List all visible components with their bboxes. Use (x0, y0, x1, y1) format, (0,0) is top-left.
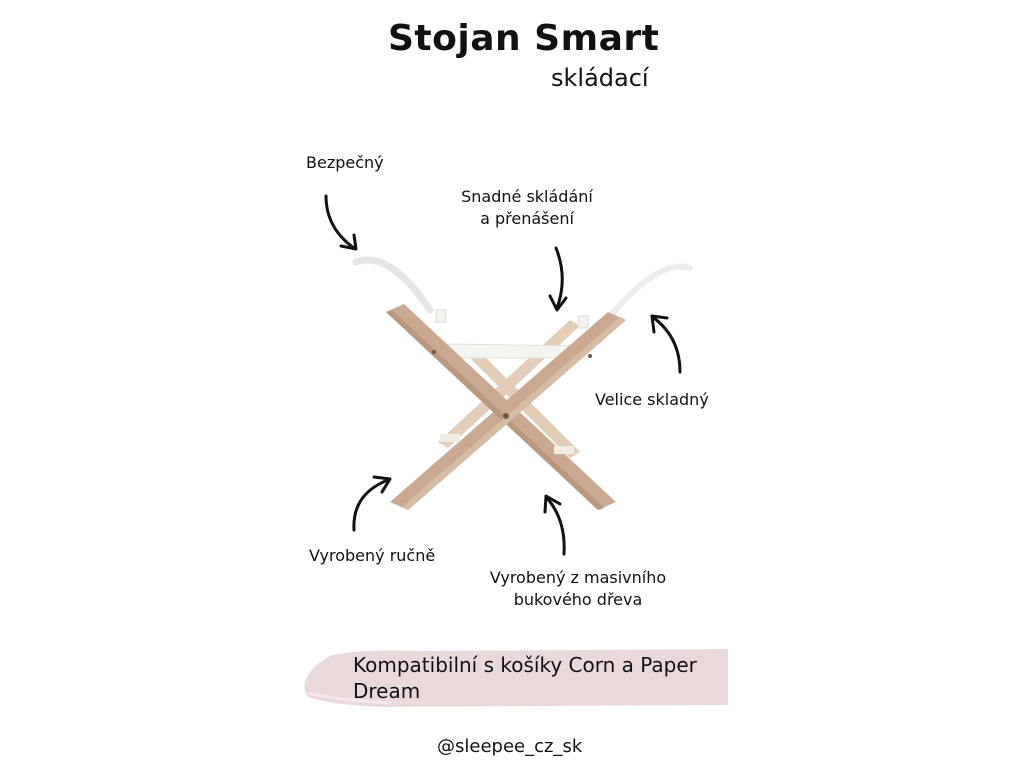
feature-label-wood-line1: Vyrobený z masivního (489, 568, 667, 587)
compatibility-banner-text: Kompatibilní s košíky Corn a Paper Dream (353, 653, 697, 703)
feature-label-easy-fold: Snadné skládání a přenášení (454, 186, 600, 230)
feature-label-wood-line2: bukového dřeva (513, 590, 643, 609)
social-handle[interactable]: @sleepee_cz_sk (437, 736, 583, 757)
banner-brush-background (304, 649, 728, 707)
page-subtitle: skládací (551, 64, 649, 92)
stand-illustration (352, 256, 693, 510)
feature-label-safe: Bezpečný (306, 153, 384, 172)
feature-label-easy-fold-line2: a přenášení (480, 209, 574, 228)
feature-label-easy-fold-line1: Snadné skládání (461, 187, 593, 206)
feature-label-compact: Velice skladný (595, 390, 709, 409)
feature-label-handmade: Vyrobený ručně (309, 546, 436, 565)
page-title: Stojan Smart (388, 18, 660, 59)
feature-label-wood: Vyrobený z masivního bukového dřeva (486, 567, 670, 611)
